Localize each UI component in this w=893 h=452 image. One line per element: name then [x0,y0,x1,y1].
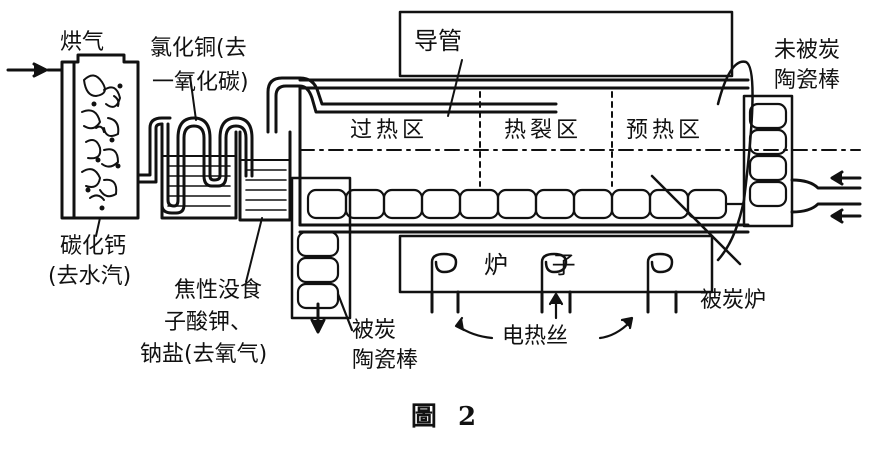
uncoated-rods-stack [724,94,794,228]
ceramic-rods-in-tube [306,188,728,220]
figure-caption: 圖 2 [410,402,483,432]
label-uncoated-rods-1: 未被炭 [774,38,841,63]
label-calcium-carbide-1: 碳化钙 [60,234,127,259]
guide-tube-box [398,10,734,78]
label-calcium-carbide-2: (去水汽) [48,264,132,289]
label-pyrogallol-2: 子酸钾、 [164,310,253,335]
downward-arrow [310,302,326,334]
label-preheat-zone: 预热区 [626,118,705,143]
label-coated-rods-2: 陶瓷棒 [352,348,419,373]
label-carbon-furnace: 被炭炉 [700,288,767,313]
label-cracking-zone: 热裂区 [504,118,583,143]
label-uncoated-rods-2: 陶瓷棒 [774,68,841,93]
coated-rods-stack [290,176,354,332]
heating-wire-pointers [454,292,634,340]
label-coated-rods-1: 被炭 [352,318,397,343]
heating-coils [430,252,674,294]
label-superheat-zone: 过热区 [350,118,429,143]
wash-bottle-right [238,130,292,222]
furnace-curve [650,60,754,266]
label-pyrogallol-1: 焦性没食 [174,278,263,303]
label-heating-wire: 电热丝 [502,324,569,349]
liquid-hatching [167,165,287,211]
label-copper-chloride-2: 一氧化碳) [152,70,249,95]
calcium-carbide-granules [81,74,121,201]
label-gas-in: 烘气 [60,30,105,55]
furnace-tube [298,78,750,234]
label-copper-chloride-1: 氯化铜(去 [150,36,247,61]
calcium-carbide-column [46,53,140,220]
leader-lines [95,75,263,283]
label-furnace: 炉 子 [484,251,594,279]
label-pyrogallol-3: 钠盐(去氧气) [140,342,268,367]
wash-bottle-left [160,130,238,220]
column-outlet-tube [136,116,172,184]
label-guide-tube: 导管 [414,27,462,55]
furnace-body [398,234,714,314]
granule-dots [85,83,123,211]
outlet-pipes [790,170,862,224]
gas-inlet-arrow [6,62,48,78]
